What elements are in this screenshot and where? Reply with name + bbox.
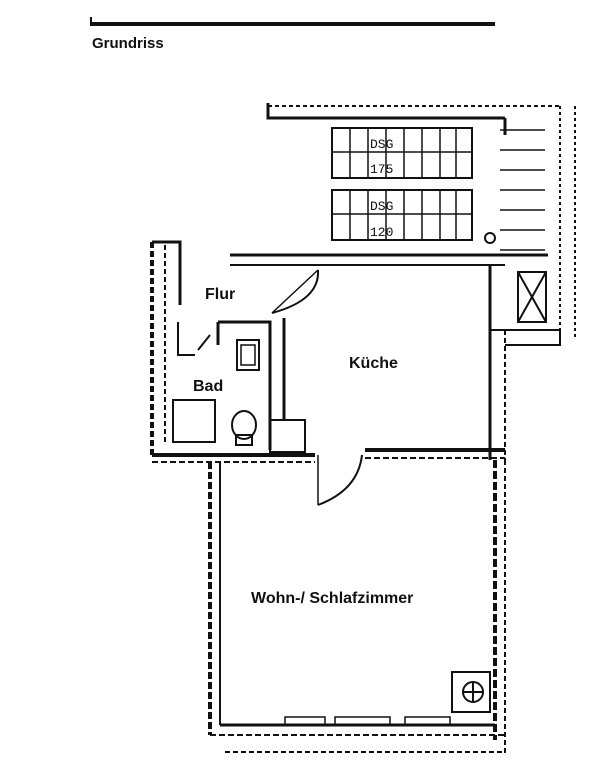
stair-label-upper-2: 175: [370, 162, 393, 177]
stair-side-lines: [500, 129, 545, 251]
bad-wall: [218, 320, 272, 450]
stairs-upper: [331, 127, 473, 179]
room-label-wohn: Wohn-/ Schlafzimmer: [251, 590, 413, 607]
room-label-flur: Flur: [205, 286, 235, 303]
flur-door-arc: [271, 269, 320, 314]
header-rule: [90, 17, 495, 26]
room-label-kueche: Küche: [349, 355, 398, 372]
stair-label-lower-2: 120: [370, 225, 393, 240]
room-label-bad: Bad: [193, 378, 223, 395]
bad-shower: [172, 399, 216, 443]
stair-label-upper-1: DSG: [370, 137, 393, 152]
stair-label-lower-1: DSG: [370, 199, 393, 214]
stairs-lower: [331, 189, 473, 241]
bad-toilet: [231, 410, 257, 440]
bad-sink: [236, 339, 260, 371]
shaft: [517, 271, 547, 323]
heater-box: [451, 671, 491, 713]
kitchen-door-arc: [317, 454, 363, 506]
upper-wall: [266, 103, 505, 120]
page-title: Grundriss: [92, 35, 164, 52]
